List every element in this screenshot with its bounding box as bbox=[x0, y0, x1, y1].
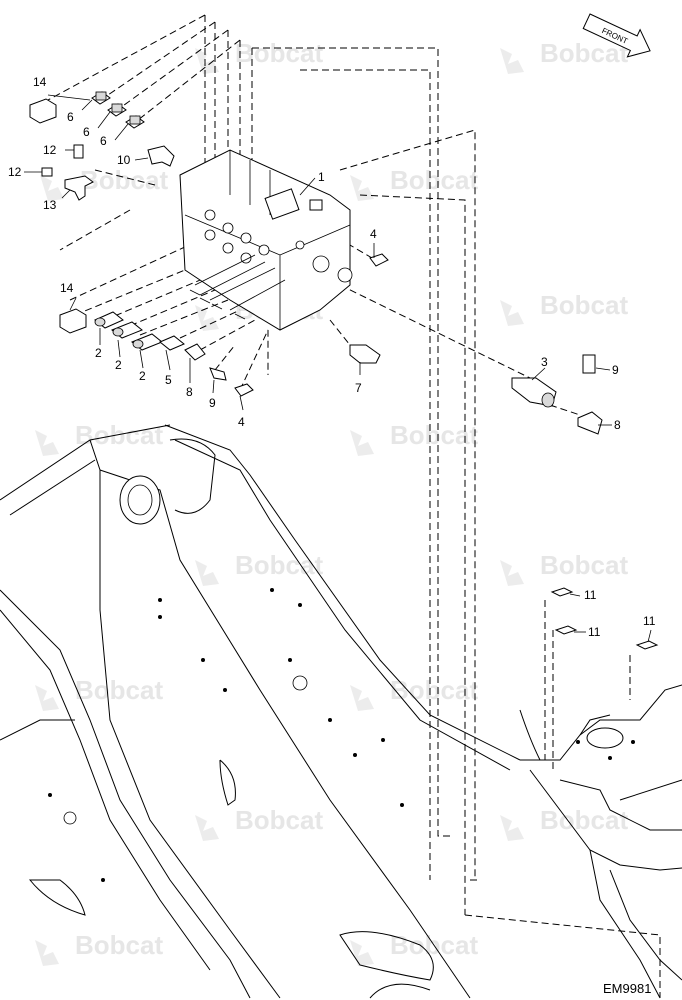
fitting-6b bbox=[107, 103, 127, 117]
cap-14-top bbox=[29, 98, 57, 124]
fitting-9-right bbox=[582, 354, 596, 374]
bolt-11c bbox=[635, 640, 659, 650]
watermark-logo: Bobcat bbox=[35, 675, 163, 711]
watermark-logo: Bobcat bbox=[350, 420, 478, 456]
watermark-text: Bobcat bbox=[235, 38, 323, 68]
watermark-logo: Bobcat bbox=[195, 550, 323, 586]
watermark-logo: Bobcat bbox=[40, 165, 168, 201]
callout-12: 12 bbox=[43, 143, 57, 157]
watermark-logo: Bobcat bbox=[195, 38, 323, 74]
watermark-text: Bobcat bbox=[540, 290, 628, 320]
watermark-text: Bobcat bbox=[235, 550, 323, 580]
fitting-7 bbox=[349, 344, 381, 364]
watermark-logo: Bobcat bbox=[195, 805, 323, 841]
callout-1: 1 bbox=[318, 170, 325, 184]
watermark-logo: Bobcat bbox=[500, 38, 628, 74]
fitting-2b bbox=[111, 321, 143, 339]
elbow-fitting-8-left bbox=[184, 343, 206, 361]
callout-14: 14 bbox=[60, 281, 74, 295]
callout-4: 4 bbox=[238, 415, 245, 429]
pressure-switch-3 bbox=[511, 377, 557, 408]
watermark-logo: Bobcat bbox=[500, 550, 628, 586]
drawing-code: EM9981 bbox=[603, 981, 651, 996]
phantom-lines bbox=[47, 14, 661, 998]
callout-12: 12 bbox=[8, 165, 22, 179]
watermark-text: Bobcat bbox=[235, 805, 323, 835]
fitting-12-left bbox=[41, 167, 53, 177]
callout-8: 8 bbox=[186, 385, 193, 399]
fitting-9-left bbox=[209, 367, 227, 381]
watermark-text: Bobcat bbox=[75, 675, 163, 705]
callout-6: 6 bbox=[83, 125, 90, 139]
watermark-text: Bobcat bbox=[390, 420, 478, 450]
lift-arm-frame bbox=[0, 424, 682, 999]
watermark-logo: Bobcat bbox=[35, 930, 163, 966]
watermark-logo: Bobcat bbox=[500, 805, 628, 841]
callout-2: 2 bbox=[139, 369, 146, 383]
watermark-text: Bobcat bbox=[390, 165, 478, 195]
cap-14-bottom bbox=[59, 308, 87, 334]
watermark-logo: Bobcat bbox=[350, 165, 478, 201]
watermark-text: Bobcat bbox=[540, 550, 628, 580]
fitting-4-bottom bbox=[234, 383, 254, 397]
callout-13: 13 bbox=[43, 198, 57, 212]
fitting-2c bbox=[131, 333, 163, 351]
watermark-text: Bobcat bbox=[75, 930, 163, 960]
elbow-fitting-8-right bbox=[577, 411, 603, 435]
fitting-4-right bbox=[369, 253, 389, 267]
callout-14: 14 bbox=[33, 75, 47, 89]
callout-6: 6 bbox=[100, 134, 107, 148]
callout-9: 9 bbox=[612, 363, 619, 377]
callout-8: 8 bbox=[614, 418, 621, 432]
bolt-11b bbox=[554, 625, 578, 635]
watermark-logo: Bobcat bbox=[500, 290, 628, 326]
callout-3: 3 bbox=[541, 355, 548, 369]
fitting-6a bbox=[91, 91, 111, 105]
callout-11: 11 bbox=[643, 614, 656, 628]
callouts: 1 2 2 2 3 4 4 5 6 6 6 7 8 8 9 9 10 11 11… bbox=[8, 75, 656, 639]
callout-2: 2 bbox=[115, 358, 122, 372]
bolt-11a bbox=[550, 587, 574, 597]
watermark-logo: Bobcat bbox=[350, 930, 478, 966]
callout-10: 10 bbox=[117, 153, 131, 167]
leader-lines bbox=[24, 94, 652, 643]
control-valve bbox=[179, 149, 353, 331]
watermark-logo: Bobcat bbox=[350, 675, 478, 711]
callout-9: 9 bbox=[209, 396, 216, 410]
elbow-fitting-10 bbox=[147, 145, 175, 167]
callout-7: 7 bbox=[355, 381, 362, 395]
tee-fitting-13 bbox=[64, 175, 94, 201]
callout-4: 4 bbox=[370, 227, 377, 241]
callout-2: 2 bbox=[95, 346, 102, 360]
callout-5: 5 bbox=[165, 373, 172, 387]
callout-6: 6 bbox=[67, 110, 74, 124]
fitting-12-top bbox=[73, 144, 84, 159]
callout-11: 11 bbox=[584, 588, 597, 602]
watermark-text: Bobcat bbox=[390, 675, 478, 705]
callout-11: 11 bbox=[588, 625, 601, 639]
fitting-2a bbox=[94, 311, 124, 329]
watermark-text: Bobcat bbox=[540, 805, 628, 835]
fitting-6c bbox=[125, 115, 145, 129]
fitting-5 bbox=[159, 335, 185, 351]
watermark-text: Bobcat bbox=[80, 165, 168, 195]
